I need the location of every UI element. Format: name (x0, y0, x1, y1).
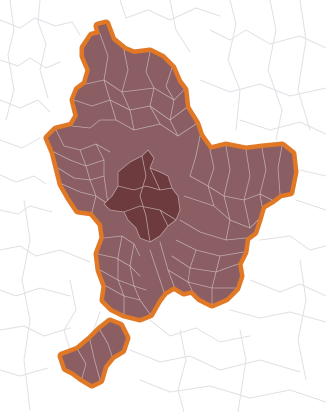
exclave-fill (62, 322, 126, 384)
core-city[interactable] (103, 149, 181, 243)
core-city-fill (103, 149, 181, 243)
detached-exclave[interactable] (57, 317, 131, 389)
metropole-region[interactable] (43, 19, 299, 323)
metropole-commune-borders (53, 33, 283, 315)
